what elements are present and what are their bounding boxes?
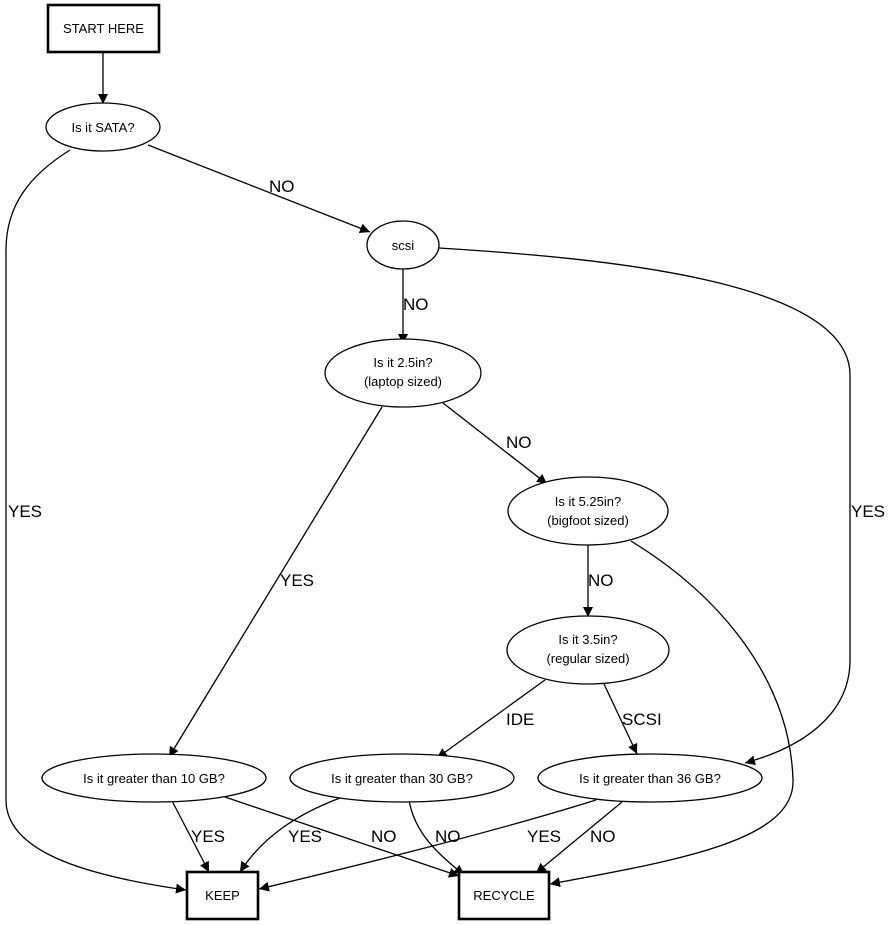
edge-label-g36-keep: YES	[527, 827, 561, 846]
node-keep-label: KEEP	[205, 888, 240, 903]
edge-g10-recycle	[224, 796, 460, 878]
edge-sata-scsi	[147, 144, 371, 234]
node-g30: Is it greater than 30 GB?	[289, 753, 515, 803]
node-g36-label: Is it greater than 36 GB?	[579, 771, 721, 786]
edge-label-sata-scsi: NO	[269, 177, 295, 196]
edge-label-scsi-s25: NO	[403, 295, 429, 314]
edge-label-scsi-g36: YES	[851, 502, 885, 521]
edge-label-sata-keep: YES	[8, 502, 42, 521]
edge-label-g10-recycle: NO	[371, 827, 397, 846]
node-g10-label: Is it greater than 10 GB?	[83, 771, 225, 786]
edge-s35-g30	[436, 679, 546, 759]
edge-g36-keep	[258, 799, 597, 892]
edge-g30-recycle	[408, 799, 465, 876]
edge-label-s35-g30: IDE	[506, 710, 534, 729]
edge-label-g36-recycle: NO	[590, 827, 616, 846]
node-s35: Is it 3.5in? (regular sized)	[506, 615, 670, 685]
node-sata: Is it SATA?	[45, 102, 161, 152]
edge-g36-recycle	[535, 801, 623, 874]
edges	[5, 53, 851, 894]
edge-g30-keep	[239, 797, 341, 873]
node-scsi-label: scsi	[392, 238, 415, 253]
node-s525-line1: Is it 5.25in?	[555, 494, 622, 509]
edge-s525-recycle	[549, 540, 794, 888]
edge-g10-keep	[169, 796, 210, 873]
edge-label-g10-keep: YES	[191, 827, 225, 846]
edge-label-s25-s525: NO	[506, 433, 532, 452]
node-keep: KEEP	[185, 870, 260, 921]
node-s525-line2: (bigfoot sized)	[547, 513, 629, 528]
edge-s25-g10	[168, 406, 383, 758]
node-recycle-label: RECYCLE	[473, 888, 535, 903]
node-s25-line2: (laptop sized)	[364, 374, 442, 389]
node-g10: Is it greater than 10 GB?	[41, 753, 267, 803]
edge-scsi-g36	[438, 247, 851, 766]
edge-sata-keep	[5, 149, 187, 894]
node-s25-line1: Is it 2.5in?	[373, 355, 432, 370]
edge-s35-g36	[603, 683, 638, 755]
edge-label-s25-g10: YES	[280, 571, 314, 590]
node-sata-label: Is it SATA?	[71, 120, 134, 135]
edge-label-g30-keep: YES	[288, 827, 322, 846]
node-s35-line1: Is it 3.5in?	[558, 632, 617, 647]
edge-label-s525-s35: NO	[588, 571, 614, 590]
edge-label-s35-g36: SCSI	[622, 710, 662, 729]
node-start-label: START HERE	[63, 21, 144, 36]
edge-s25-s525	[442, 402, 548, 485]
edge-label-g30-recycle: NO	[435, 827, 461, 846]
node-recycle: RECYCLE	[457, 870, 551, 921]
edge-labels: NO YES NO YES NO YES NO IDE SCSI YES NO …	[8, 177, 885, 846]
node-s525: Is it 5.25in? (bigfoot sized)	[507, 476, 669, 546]
node-start: START HERE	[46, 3, 161, 54]
node-s35-line2: (regular sized)	[546, 651, 629, 666]
node-g36: Is it greater than 36 GB?	[537, 753, 763, 803]
node-s25: Is it 2.5in? (laptop sized)	[324, 338, 482, 408]
node-g30-label: Is it greater than 30 GB?	[331, 771, 473, 786]
node-scsi: scsi	[366, 220, 440, 270]
